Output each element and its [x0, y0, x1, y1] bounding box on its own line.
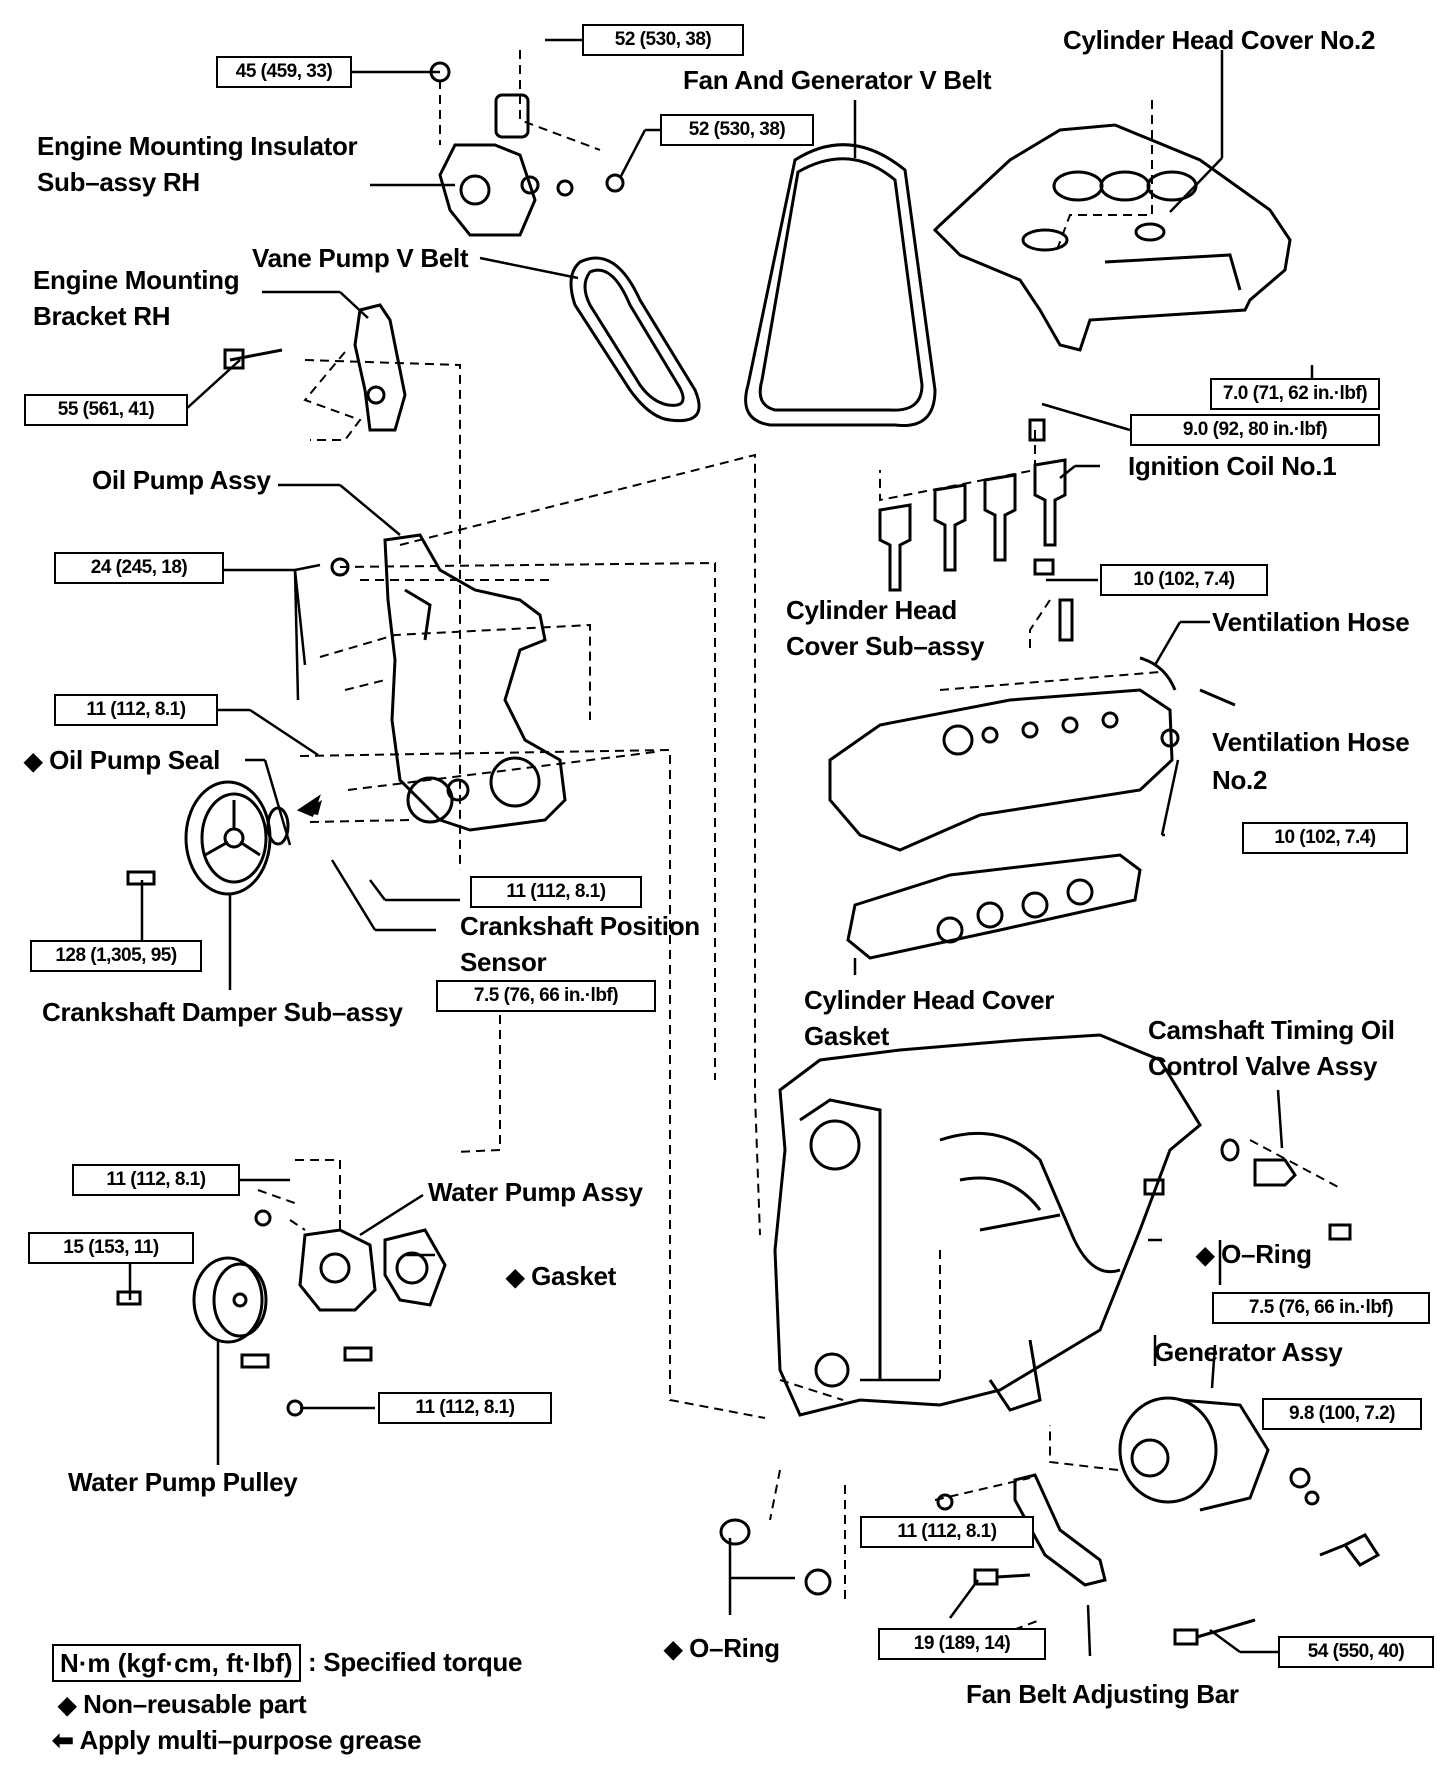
torque-box: 128 (1,305, 95) — [30, 940, 202, 972]
label-engine-mounting-bracket-line2: Bracket RH — [33, 301, 171, 331]
label-cylinder-head-cover-subassy: Cylinder Head — [786, 595, 957, 625]
label-crankshaft-position-sensor: Crankshaft Position — [460, 911, 700, 941]
torque-box: 10 (102, 7.4) — [1100, 564, 1268, 596]
grease-arrow-icon: ⬅ — [52, 1725, 74, 1755]
label-o-ring-right: ◆ O–Ring — [1196, 1239, 1312, 1269]
torque-box: 15 (153, 11) — [28, 1232, 194, 1264]
label-camshaft-timing-oil-valve-line2: Control Valve Assy — [1148, 1051, 1378, 1081]
label-ventilation-hose-no2: Ventilation Hose — [1212, 727, 1410, 757]
leader-lines — [128, 38, 1314, 1657]
label-cylinder-head-cover-no2: Cylinder Head Cover No.2 — [1063, 25, 1376, 55]
label-crankshaft-position-sensor-line2: Sensor — [460, 947, 547, 977]
torque-box: 45 (459, 33) — [216, 56, 352, 88]
fan-generator-v-belt-part — [744, 143, 937, 428]
cylinder-head-cover-no2-part — [932, 123, 1292, 352]
dashed-guides — [257, 50, 1341, 1636]
torque-box: 7.0 (71, 62 in.·lbf) — [1210, 378, 1380, 410]
ignition-coils-part — [878, 418, 1067, 592]
label-vane-pump-v-belt: Vane Pump V Belt — [252, 243, 469, 273]
torque-box: 10 (102, 7.4) — [1242, 822, 1408, 854]
fan-belt-adjusting-bar-part — [936, 1473, 1256, 1646]
oil-pump-assy-part — [330, 533, 567, 832]
non-reusable-diamond-icon: ◆ — [58, 1692, 77, 1719]
torque-box: 7.5 (76, 66 in.·lbf) — [436, 980, 656, 1012]
label-cylinder-head-cover-gasket-line2: Gasket — [804, 1021, 889, 1051]
torque-box: 9.8 (100, 7.2) — [1262, 1398, 1422, 1430]
torque-box: 55 (561, 41) — [24, 394, 188, 426]
label-engine-mounting-insulator: Engine Mounting Insulator — [37, 131, 358, 161]
torque-box: 11 (112, 8.1) — [54, 694, 218, 726]
o-rings-part — [719, 1138, 1240, 1596]
grease-arrow-icon — [302, 800, 322, 815]
torque-box: 11 (112, 8.1) — [72, 1164, 240, 1196]
torque-box: 19 (189, 14) — [878, 1628, 1046, 1660]
label-camshaft-timing-oil-valve: Camshaft Timing Oil — [1148, 1015, 1395, 1045]
torque-box: 11 (112, 8.1) — [470, 876, 642, 908]
engine-mounting-bracket-part — [223, 303, 407, 432]
legend-torque-desc: : Specified torque — [308, 1647, 523, 1677]
torque-box: 52 (530, 38) — [582, 24, 744, 56]
torque-box: 11 (112, 8.1) — [860, 1516, 1034, 1548]
torque-box: 54 (550, 40) — [1278, 1636, 1434, 1668]
crankshaft-damper-part — [126, 780, 321, 896]
vane-pump-v-belt-part — [569, 256, 701, 423]
non-reusable-diamond-icon: ◆ — [24, 748, 43, 775]
label-generator-assy: Generator Assy — [1154, 1337, 1343, 1367]
label-engine-mounting-bracket: Engine Mounting — [33, 265, 240, 295]
legend-grease: ⬅ Apply multi–purpose grease — [52, 1725, 422, 1755]
label-crankshaft-damper: Crankshaft Damper Sub–assy — [42, 997, 403, 1027]
cylinder-head-cover-subassy-part — [828, 558, 1236, 852]
generator-assy-part — [1118, 1396, 1381, 1567]
label-ventilation-hose: Ventilation Hose — [1212, 607, 1410, 637]
torque-box: 24 (245, 18) — [54, 552, 224, 584]
label-oil-pump-assy: Oil Pump Assy — [92, 465, 271, 495]
cylinder-head-cover-gasket-part — [846, 853, 1142, 960]
label-fan-belt-adjusting-bar: Fan Belt Adjusting Bar — [966, 1679, 1239, 1709]
label-water-pump-assy: Water Pump Assy — [428, 1177, 643, 1207]
legend-non-reusable: ◆ Non–reusable part — [58, 1689, 307, 1719]
label-engine-mounting-insulator-line2: Sub–assy RH — [37, 167, 200, 197]
water-pump-assy-part — [254, 1209, 447, 1312]
non-reusable-diamond-icon: ◆ — [506, 1264, 525, 1291]
torque-box: 9.0 (92, 80 in.·lbf) — [1130, 414, 1380, 446]
label-cylinder-head-cover-subassy-line2: Cover Sub–assy — [786, 631, 985, 661]
label-fan-generator-v-belt: Fan And Generator V Belt — [683, 65, 992, 95]
label-ignition-coil-no1: Ignition Coil No.1 — [1128, 451, 1337, 481]
legend-torque-units-box: N·m (kgf·cm, ft·lbf) — [52, 1644, 301, 1682]
water-pump-pulley-part — [116, 1256, 373, 1417]
label-cylinder-head-cover-gasket: Cylinder Head Cover — [804, 985, 1055, 1015]
label-ventilation-hose-no2-line2: No.2 — [1212, 765, 1268, 795]
label-oil-pump-seal: ◆ Oil Pump Seal — [24, 745, 221, 775]
label-gasket: ◆ Gasket — [506, 1261, 617, 1291]
non-reusable-diamond-icon: ◆ — [1196, 1242, 1215, 1269]
label-water-pump-pulley: Water Pump Pulley — [68, 1467, 298, 1497]
engine-mounting-insulator-part — [429, 61, 625, 237]
camshaft-timing-valve-part — [1253, 1158, 1352, 1241]
torque-box: 52 (530, 38) — [660, 114, 814, 146]
non-reusable-diamond-icon: ◆ — [664, 1636, 683, 1663]
engine-block-part — [773, 1033, 1202, 1417]
label-o-ring-bottom: ◆ O–Ring — [664, 1633, 780, 1663]
torque-box: 7.5 (76, 66 in.·lbf) — [1212, 1292, 1430, 1324]
torque-box: 11 (112, 8.1) — [378, 1392, 552, 1424]
